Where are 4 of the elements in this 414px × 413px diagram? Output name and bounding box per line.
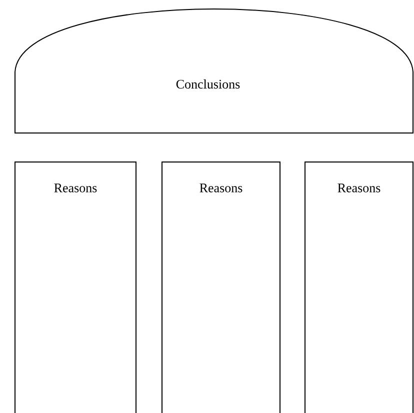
column-box: Reasons	[304, 162, 414, 413]
column-box: Reasons	[14, 162, 136, 413]
dome-box: Conclusions	[14, 8, 414, 134]
column-box: Reasons	[162, 162, 280, 413]
